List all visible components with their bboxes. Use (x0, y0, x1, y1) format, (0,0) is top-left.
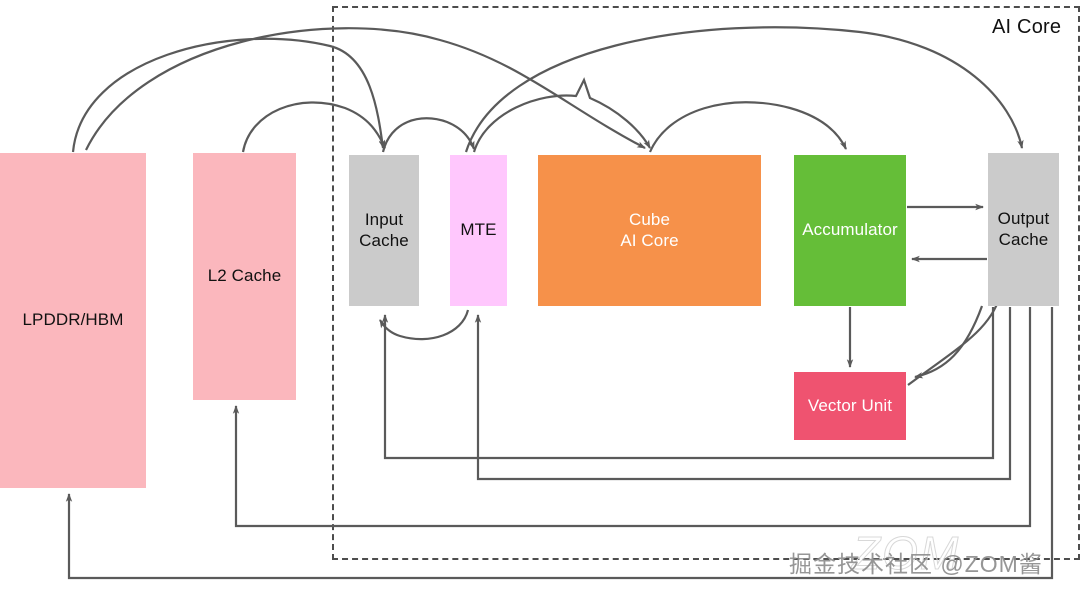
node-label: LPDDR/HBM (22, 310, 124, 330)
ai-core-title: AI Core (992, 16, 1062, 38)
node-cube-ai-core[interactable]: Cube AI Core (538, 155, 761, 306)
node-input-cache[interactable]: Input Cache (349, 155, 419, 306)
node-label: MTE (460, 220, 497, 240)
node-label: Output Cache (997, 208, 1050, 249)
node-l2-cache[interactable]: L2 Cache (193, 153, 296, 400)
node-accumulator[interactable]: Accumulator (794, 155, 906, 306)
node-output-cache[interactable]: Output Cache (988, 153, 1059, 306)
node-label: Cube AI Core (620, 209, 679, 250)
node-vector-unit[interactable]: Vector Unit (794, 372, 906, 440)
node-label: Accumulator (802, 220, 898, 240)
watermark-text: 掘金技术社区 @ZOM酱 (789, 551, 1043, 577)
node-lpddr-hbm[interactable]: LPDDR/HBM (0, 153, 146, 488)
node-label: L2 Cache (207, 266, 282, 286)
node-mte[interactable]: MTE (450, 155, 507, 306)
node-label: Input Cache (359, 209, 409, 250)
node-label: Vector Unit (807, 395, 893, 415)
watermark-ghost: ZOM (851, 527, 961, 580)
